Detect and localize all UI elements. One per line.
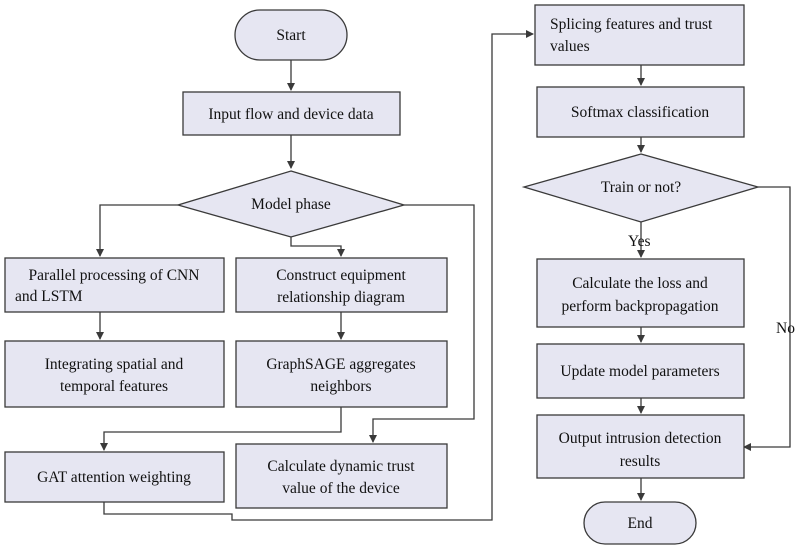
splice-features-label-line2: values xyxy=(550,38,590,55)
construct-diagram-box xyxy=(235,257,448,313)
start-terminal-shape xyxy=(234,9,348,61)
node-gat-attention: GAT attention weighting xyxy=(4,451,225,503)
input-data-box xyxy=(182,91,401,136)
node-cnn-lstm: Parallel processing of CNN and LSTM xyxy=(4,257,225,313)
edge-model-phase-to-construct xyxy=(290,237,345,257)
gat-attention-label: GAT attention weighting xyxy=(37,469,191,486)
update-parameters-label: Update model parameters xyxy=(560,363,719,380)
input-data-label: Input flow and device data xyxy=(208,106,373,123)
node-input-data: Input flow and device data xyxy=(182,91,401,136)
output-results-box xyxy=(536,414,745,479)
end-terminal-shape xyxy=(583,501,697,545)
dynamic-trust-box xyxy=(235,443,448,509)
integrate-features-label-line1: Integrating spatial and xyxy=(45,356,184,373)
node-end: End xyxy=(583,501,697,545)
cnn-lstm-label-line1: Parallel processing of CNN xyxy=(29,267,200,284)
softmax-label: Softmax classification xyxy=(571,104,709,121)
output-results-label-line1: Output intrusion detection xyxy=(559,430,722,447)
edges xyxy=(96,30,791,521)
node-output-results: Output intrusion detection results xyxy=(536,414,745,479)
softmax-box xyxy=(536,86,745,138)
calculate-loss-label-line1: Calculate the loss and xyxy=(572,275,708,292)
edge-label-yes: Yes xyxy=(628,233,651,250)
edge-train-to-output-no xyxy=(743,186,791,451)
calculate-loss-box xyxy=(536,258,745,328)
gat-attention-box xyxy=(4,451,225,503)
node-model-phase: Model phase xyxy=(175,170,407,238)
construct-diagram-label-line2: relationship diagram xyxy=(277,289,405,306)
edge-graphsage-to-gat xyxy=(100,407,342,451)
model-phase-label: Model phase xyxy=(251,196,331,213)
dynamic-trust-label-line1: Calculate dynamic trust xyxy=(267,458,415,475)
start-label: Start xyxy=(276,27,306,44)
splice-features-label-line1: Splicing features and trust xyxy=(550,16,713,33)
splice-features-box xyxy=(534,4,745,66)
edge-gat-to-splice xyxy=(103,30,534,521)
graphsage-label-line2: neighbors xyxy=(310,378,371,395)
node-construct-diagram: Construct equipment relationship diagram xyxy=(235,257,448,313)
output-results-label-line2: results xyxy=(620,453,660,470)
integrate-features-label-line2: temporal features xyxy=(60,378,168,395)
node-start: Start xyxy=(234,9,348,61)
dynamic-trust-label-line2: value of the device xyxy=(282,480,400,497)
node-dynamic-trust: Calculate dynamic trust value of the dev… xyxy=(235,443,448,509)
train-or-not-diamond xyxy=(521,153,761,223)
node-splice-features: Splicing features and trust values xyxy=(534,4,745,66)
graphsage-box xyxy=(235,340,448,408)
node-calculate-loss: Calculate the loss and perform backpropa… xyxy=(536,258,745,328)
edge-model-phase-to-trust xyxy=(369,204,475,443)
integrate-features-box xyxy=(4,340,225,408)
cnn-lstm-box xyxy=(4,257,225,313)
node-graphsage: GraphSAGE aggregates neighbors xyxy=(235,340,448,408)
edge-model-phase-to-cnn-lstm xyxy=(96,204,178,257)
train-or-not-label: Train or not? xyxy=(601,179,681,196)
node-train-or-not: Train or not? xyxy=(521,153,761,223)
node-update-parameters: Update model parameters xyxy=(536,343,745,399)
construct-diagram-label-line1: Construct equipment xyxy=(276,267,406,284)
model-phase-diamond xyxy=(175,170,407,238)
cnn-lstm-label-line2: and LSTM xyxy=(15,288,83,305)
graphsage-label-line1: GraphSAGE aggregates xyxy=(266,356,415,373)
end-label: End xyxy=(628,515,653,532)
edge-label-no: No xyxy=(776,320,795,337)
node-softmax: Softmax classification xyxy=(536,86,745,138)
node-integrate-features: Integrating spatial and temporal feature… xyxy=(4,340,225,408)
update-parameters-box xyxy=(536,343,745,399)
calculate-loss-label-line2: perform backpropagation xyxy=(561,298,718,315)
